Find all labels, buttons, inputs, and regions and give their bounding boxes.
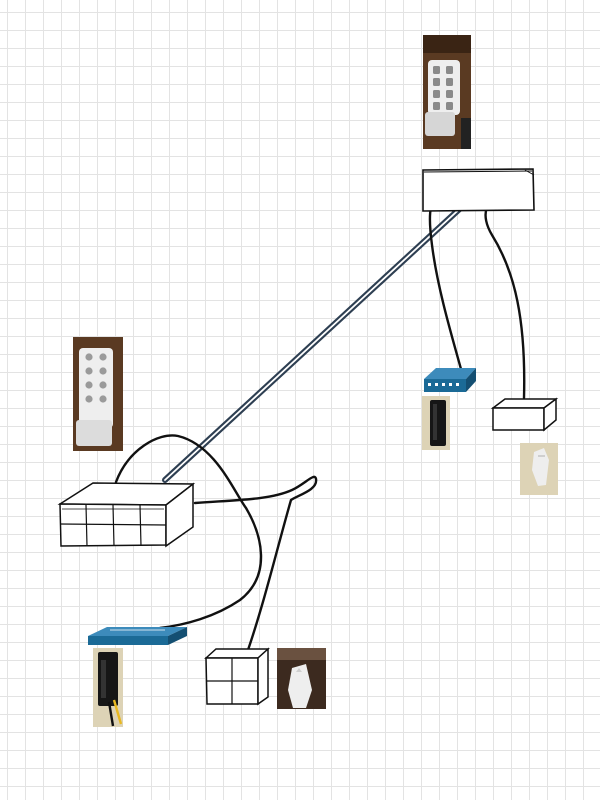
switch-right-icon [424,368,476,392]
photo-8pin-connector-left [73,337,123,451]
cable-left-box-loop [114,434,263,630]
photo-black-connector-bottom [93,648,123,727]
photo-black-connector-right [422,396,450,450]
trunk-connection [162,189,481,483]
box-bottom [204,647,270,706]
box-right [490,397,559,432]
switch-bottom-icon [88,627,187,645]
photo-8pin-connector-top [423,35,471,149]
cable-left-to-box-bottom [193,475,318,652]
cable-top-to-box-right [484,199,526,400]
connections [114,189,526,652]
photo-white-connector-bottom [277,648,326,709]
box-left [57,482,196,548]
photo-white-connector-right [520,443,558,495]
box-top [422,168,535,212]
